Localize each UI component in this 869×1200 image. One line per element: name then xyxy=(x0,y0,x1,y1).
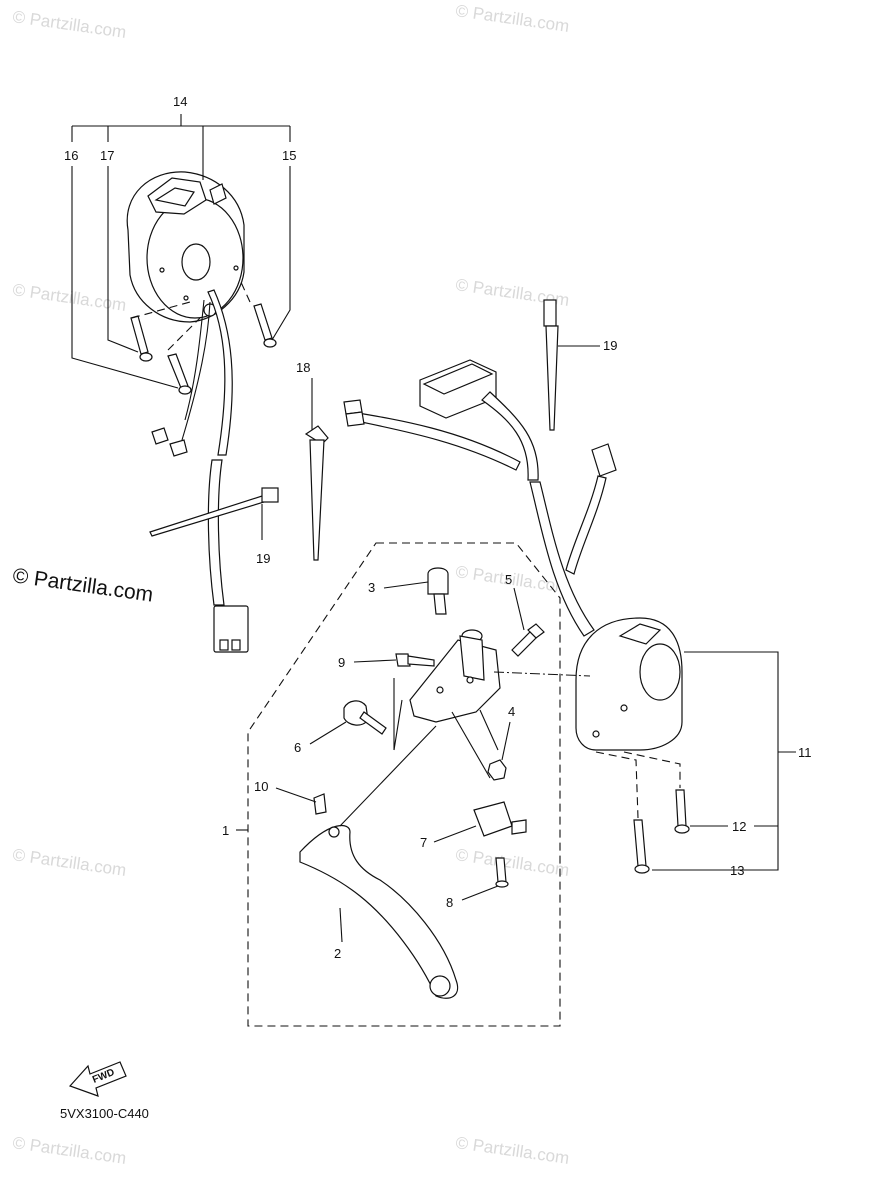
callout-18: 18 xyxy=(296,360,310,375)
callout-13: 13 xyxy=(730,863,744,878)
right-switch-assembly xyxy=(575,617,796,874)
watermark: © Partzilla.com xyxy=(11,7,127,42)
callout-3: 3 xyxy=(368,580,375,595)
watermark: © Partzilla.com xyxy=(454,845,570,880)
callout-10: 10 xyxy=(254,779,268,794)
callout-11: 11 xyxy=(798,745,812,760)
callout-19-left: 19 xyxy=(256,551,270,566)
callout-5: 5 xyxy=(505,572,512,587)
watermark: © Partzilla.com xyxy=(11,280,127,315)
callout-6: 6 xyxy=(294,740,301,755)
callout-1: 1 xyxy=(222,823,229,838)
watermark: © Partzilla.com xyxy=(11,1133,127,1168)
callout-7: 7 xyxy=(420,835,427,850)
callout-19-right: 19 xyxy=(603,338,617,353)
watermark-layer: © Partzilla.com © Partzilla.com © Partzi… xyxy=(11,1,570,1168)
diagram-code: 5VX3100-C440 xyxy=(60,1106,149,1121)
callout-labels: 14 16 17 15 18 19 19 3 5 9 6 4 10 1 7 8 … xyxy=(64,94,812,961)
watermark: © Partzilla.com xyxy=(454,1,570,36)
wiring-harness xyxy=(343,359,617,637)
watermark: © Partzilla.com xyxy=(454,1133,570,1168)
left-switch-assembly xyxy=(71,114,291,653)
callout-2: 2 xyxy=(334,946,341,961)
callout-4: 4 xyxy=(508,704,515,719)
callout-14: 14 xyxy=(173,94,187,109)
watermark: © Partzilla.com xyxy=(11,845,127,880)
callout-15: 15 xyxy=(282,148,296,163)
callout-12: 12 xyxy=(732,819,746,834)
watermark-prominent: © Partzilla.com xyxy=(11,564,154,606)
callout-17: 17 xyxy=(100,148,114,163)
callout-9: 9 xyxy=(338,655,345,670)
cable-tie-18 xyxy=(304,378,329,561)
fwd-arrow-icon: FWD xyxy=(68,1061,127,1097)
cable-tie-19-right xyxy=(543,299,600,431)
lever-assembly xyxy=(236,542,591,1027)
callout-8: 8 xyxy=(446,895,453,910)
callout-16: 16 xyxy=(64,148,78,163)
